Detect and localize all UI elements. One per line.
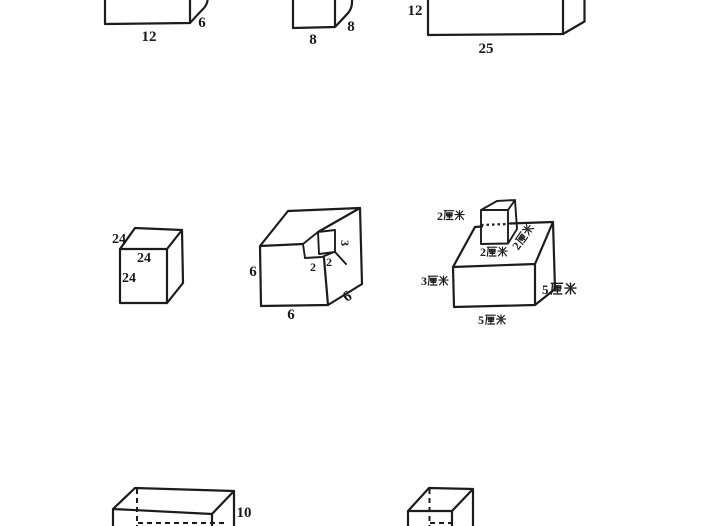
cube-24-lines [118,226,185,305]
small-cube-lines [480,199,518,245]
notch-label-2-front: 2 [310,260,316,274]
notched-cube-notch-lines [302,229,347,265]
edge-label-10: 10 [237,505,252,521]
digit-2: 2 [480,245,486,259]
box-bottom-left-lines [111,486,236,526]
edge-label-8-width: 8 [309,32,317,48]
cjk-glyph-mi [495,314,507,325]
cjk-glyph-li [485,314,496,325]
cjk-glyph-mi [438,275,449,286]
label-small-cube-width: 2 [480,245,508,259]
figure-box-top-middle: 8 8 [291,0,355,48]
label-small-cube-depth: 2 [509,222,535,253]
edge-label-6: 6 [198,15,206,31]
cjk-glyph-li [486,246,498,257]
figure-box-bottom-right [406,486,475,526]
cjk-glyph-mi [520,222,535,237]
figure-box-top-right: 12 25 [408,0,586,57]
figure-composite-blocks: 2 2 2 3 5 5 [421,199,577,327]
edge-label-12: 12 [142,29,157,45]
digit-2: 2 [437,209,443,223]
box-bottom-left-hidden-edges [136,489,228,526]
cjk-glyph-mi [497,246,508,257]
edge-label-12-height: 12 [408,3,423,19]
label-big-block-height: 3 [421,274,449,288]
box-top-left-lines [103,0,209,26]
digit-3: 3 [421,274,427,288]
digit-5: 5 [478,313,484,327]
figure-notched-cube: 6 6 6 2 2 3 [249,206,364,323]
edge-label-25-width: 25 [479,41,494,57]
notch-label-2-side: 2 [326,255,332,269]
edge-label-6-left: 6 [249,264,257,280]
digit-2: 2 [509,240,524,253]
big-block-lines [451,220,557,309]
notched-cube-outline [258,206,364,308]
box-bottom-right-hidden-edges [428,489,452,526]
edge-label-24-top: 24 [137,251,151,266]
cjk-glyph-li [514,231,529,246]
figure-cube-24: 24 24 24 [112,226,185,305]
edge-label-6-bottom: 6 [287,307,295,323]
cjk-glyph-mi [454,210,465,221]
hidden-edge-dotted [480,222,510,227]
notch-label-3-back: 3 [338,240,352,246]
label-big-block-width: 5 [478,313,507,327]
box-bottom-right-lines [406,486,475,526]
box-top-middle-lines [291,0,354,30]
label-big-block-depth: 5 [542,282,577,297]
cjk-glyph-li [427,275,439,286]
figure-box-top-left: 12 6 [103,0,209,45]
edge-label-8-depth: 8 [347,19,355,35]
edge-label-24-front: 24 [122,271,136,286]
edge-label-24-depth: 24 [112,232,126,247]
cjk-glyph-li [550,282,564,295]
cjk-glyph-mi [564,282,577,295]
figure-box-bottom-left: 10 [111,486,252,526]
label-small-cube-height: 2 [437,209,465,223]
box-top-right-lines [426,0,586,37]
digit-5: 5 [542,282,549,297]
cjk-glyph-li [443,210,455,221]
